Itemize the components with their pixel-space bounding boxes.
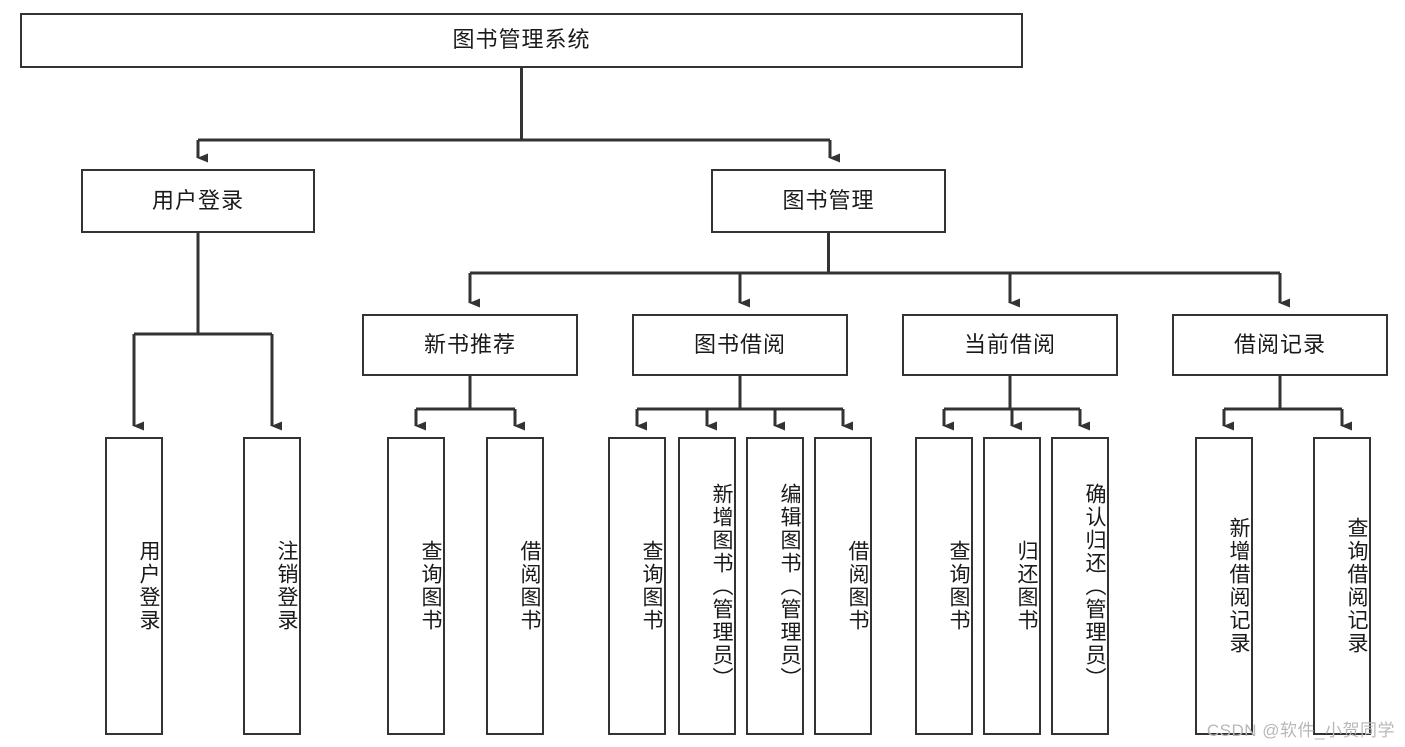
node-leaf-add-borrow-record-label: 新增借阅记录	[1227, 517, 1250, 655]
node-user-login-label: 用户登录	[151, 187, 244, 213]
node-leaf-logout[interactable]: 注销登录	[243, 437, 301, 735]
node-leaf-user-login[interactable]: 用户登录	[105, 437, 163, 735]
watermark: CSDN @软件_小贺同学	[1206, 721, 1395, 740]
node-current-borrow[interactable]: 当前借阅	[902, 314, 1118, 376]
node-leaf-borrow-book-recommend[interactable]: 借阅图书	[486, 437, 544, 735]
node-user-login[interactable]: 用户登录	[81, 169, 315, 233]
node-book-management-label: 图书管理	[782, 187, 875, 213]
node-leaf-add-book[interactable]: 新增图书（管理员）	[678, 437, 736, 735]
node-leaf-query-borrow-record[interactable]: 查询借阅记录	[1313, 437, 1371, 735]
node-leaf-borrow-book-label: 借阅图书	[846, 540, 869, 632]
node-leaf-user-login-label: 用户登录	[137, 540, 160, 632]
node-leaf-confirm-return-label: 确认归还（管理员）	[1083, 482, 1106, 690]
node-borrow-record[interactable]: 借阅记录	[1172, 314, 1388, 376]
node-leaf-logout-label: 注销登录	[275, 540, 298, 632]
node-leaf-borrow-book[interactable]: 借阅图书	[814, 437, 872, 735]
node-borrow-record-label: 借阅记录	[1233, 331, 1326, 357]
node-leaf-add-borrow-record[interactable]: 新增借阅记录	[1195, 437, 1253, 735]
node-book-borrow[interactable]: 图书借阅	[632, 314, 848, 376]
node-leaf-query-book[interactable]: 查询图书	[608, 437, 666, 735]
node-new-book-recommend[interactable]: 新书推荐	[362, 314, 578, 376]
node-book-management[interactable]: 图书管理	[711, 169, 946, 233]
node-leaf-add-book-label: 新增图书（管理员）	[710, 482, 733, 690]
node-leaf-query-book-current[interactable]: 查询图书	[915, 437, 973, 735]
node-book-borrow-label: 图书借阅	[693, 331, 786, 357]
node-leaf-query-borrow-record-label: 查询借阅记录	[1345, 517, 1368, 655]
node-leaf-confirm-return[interactable]: 确认归还（管理员）	[1051, 437, 1109, 735]
node-leaf-return-book-label: 归还图书	[1015, 540, 1038, 632]
node-leaf-query-book-label: 查询图书	[640, 540, 663, 632]
node-new-book-recommend-label: 新书推荐	[423, 331, 516, 357]
node-current-borrow-label: 当前借阅	[963, 331, 1056, 357]
node-leaf-return-book[interactable]: 归还图书	[983, 437, 1041, 735]
node-leaf-query-book-recommend-label: 查询图书	[419, 540, 442, 632]
node-leaf-edit-book[interactable]: 编辑图书（管理员）	[746, 437, 804, 735]
node-leaf-edit-book-label: 编辑图书（管理员）	[778, 482, 801, 690]
node-leaf-borrow-book-recommend-label: 借阅图书	[518, 540, 541, 632]
node-root-label: 图书管理系统	[452, 27, 591, 53]
node-leaf-query-book-recommend[interactable]: 查询图书	[387, 437, 445, 735]
node-root[interactable]: 图书管理系统	[20, 13, 1023, 68]
node-leaf-query-book-current-label: 查询图书	[947, 540, 970, 632]
